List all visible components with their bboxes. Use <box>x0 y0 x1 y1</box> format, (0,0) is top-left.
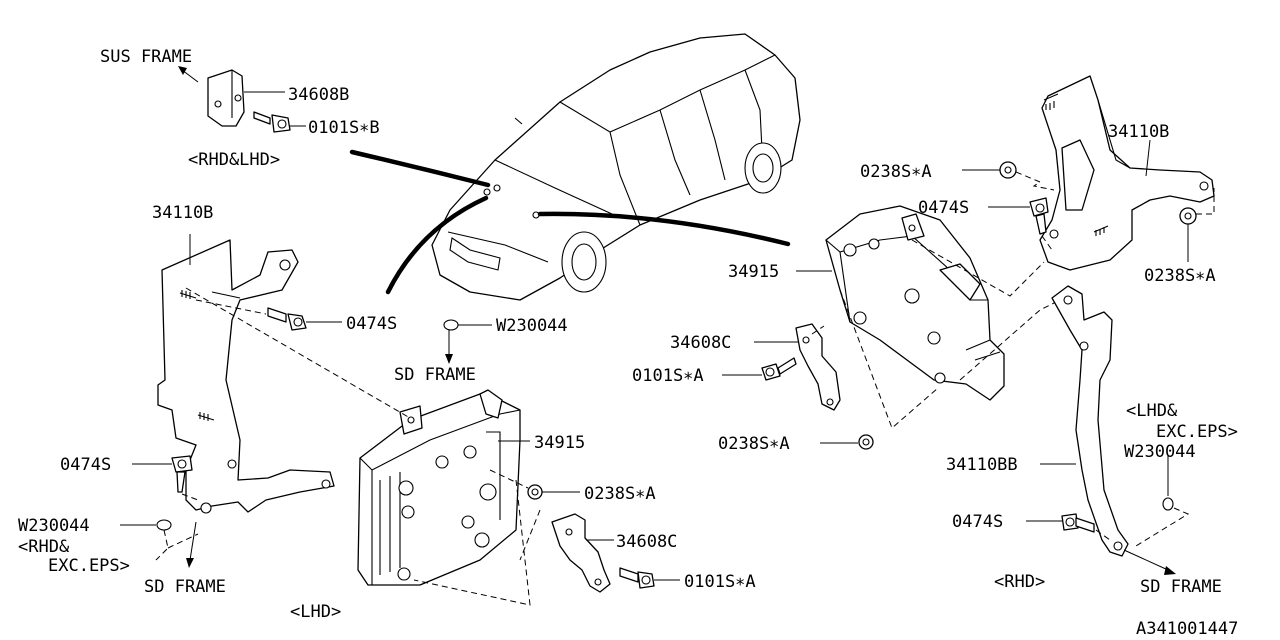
dash-module-left-1 <box>185 287 411 419</box>
leader-34110B-right <box>1145 139 1151 177</box>
dash-0238S-right-side <box>1196 188 1215 215</box>
bolt-0474S-left-lower <box>171 455 193 493</box>
labels: SUS FRAME 34608B 0101S∗B <RHD&LHD> 34110… <box>18 47 1238 639</box>
bracket-34110BB <box>1051 285 1129 557</box>
label-0474S-left-lower: 0474S <box>60 455 111 475</box>
dash-0474S-left-upper <box>195 299 267 315</box>
grommet-W230044-center <box>443 319 459 331</box>
label-rhd-exc-eps-2: EXC.EPS> <box>48 556 130 576</box>
label-sus-frame: SUS FRAME <box>100 47 192 67</box>
bolt-0474S-left-upper <box>267 307 307 331</box>
bracket-34110B-right <box>1039 75 1215 271</box>
label-0101S-A-left: 0101S∗A <box>684 572 756 592</box>
label-0474S-right-lower: 0474S <box>952 512 1003 532</box>
control-module-34915-right <box>825 205 1005 401</box>
dash-0238S-right-top <box>1015 171 1055 191</box>
nut-hole-right-top <box>1004 166 1012 174</box>
dash-0474S-right-lower <box>1095 529 1111 541</box>
arrow-sd-frame-left <box>189 521 197 561</box>
label-34608B: 34608B <box>288 85 349 105</box>
label-34608C-left: 34608C <box>616 532 677 552</box>
dash-0474S-left-lower <box>181 493 199 501</box>
label-34915-right: 34915 <box>728 262 779 282</box>
pointer-line-2 <box>385 195 489 295</box>
dash-module-right <box>839 239 1061 429</box>
label-0238S-A-left: 0238S∗A <box>584 484 656 504</box>
bolt-0101S-A-right <box>761 357 797 381</box>
nut-hole-right-lower <box>862 438 870 446</box>
label-34110B-left: 34110B <box>152 203 213 223</box>
bolt-0474S-right-top <box>1029 197 1049 235</box>
label-W230044-right: W230044 <box>1124 442 1196 462</box>
bolt-0101S-A-left <box>619 567 655 589</box>
label-0101S-A-right: 0101S∗A <box>632 366 704 386</box>
dash-34608C-right <box>811 325 825 335</box>
bracket-34608C-left <box>551 513 611 593</box>
label-sd-frame-center: SD FRAME <box>394 365 476 385</box>
arrowhead-sd-frame-left <box>186 558 194 568</box>
dash-module-left-2 <box>413 479 541 606</box>
arrow-sd-frame-right <box>1123 549 1169 571</box>
dash-W230044-right <box>1135 507 1190 547</box>
nut-hole-right-side <box>1184 212 1192 220</box>
bracket-34110B-left <box>157 239 335 514</box>
label-rhd-exc-eps-1: <RHD& <box>18 537 70 557</box>
bracket-34608B <box>207 69 245 127</box>
label-lhd: <LHD> <box>290 602 341 622</box>
pointer-line-1 <box>349 149 491 188</box>
label-rhd-lhd: <RHD&LHD> <box>188 150 280 170</box>
label-34608C-right: 34608C <box>670 333 731 353</box>
label-sd-frame-right: SD FRAME <box>1140 577 1222 597</box>
bolt-0101S-B <box>253 111 291 133</box>
label-34110B-right: 34110B <box>1108 122 1169 142</box>
label-sd-frame-left: SD FRAME <box>144 577 226 597</box>
label-34110BB: 34110BB <box>946 455 1018 475</box>
label-0238S-A-right-lower: 0238S∗A <box>718 434 790 454</box>
label-34915-left: 34915 <box>534 433 585 453</box>
bolt-0474S-right-lower <box>1061 513 1095 533</box>
control-module-34915-left <box>357 389 521 586</box>
label-rhd: <RHD> <box>994 572 1045 592</box>
dash-W230044-left <box>155 529 199 561</box>
label-0474S-right-top: 0474S <box>918 198 969 218</box>
arrowhead-sus-frame <box>178 66 187 75</box>
grommet-W230044-left <box>156 519 172 531</box>
label-0101S-B: 0101S∗B <box>308 118 380 138</box>
label-0238S-A-right-side: 0238S∗A <box>1144 266 1216 286</box>
label-0474S-left-upper: 0474S <box>346 314 397 334</box>
bracket-34608C-right <box>795 323 841 411</box>
label-lhd-exc-eps-2: EXC.EPS> <box>1156 422 1238 442</box>
diagram-id: A341001447 <box>1136 619 1238 639</box>
pointer-line-3 <box>537 211 791 247</box>
dash-nut-left <box>489 469 529 489</box>
vehicle-illustration <box>431 33 801 301</box>
label-W230044-left: W230044 <box>18 516 90 536</box>
arrowhead-sd-frame-right <box>1164 566 1176 575</box>
grommet-W230044-right <box>1162 497 1174 511</box>
label-lhd-exc-eps-1: <LHD& <box>1126 401 1178 421</box>
dash-0474S-right-top <box>1041 235 1053 251</box>
label-0238S-A-right-top: 0238S∗A <box>860 162 932 182</box>
nut-hole-left <box>531 488 539 496</box>
label-W230044-center: W230044 <box>496 316 568 336</box>
arrowhead-sd-frame-center <box>445 354 453 364</box>
